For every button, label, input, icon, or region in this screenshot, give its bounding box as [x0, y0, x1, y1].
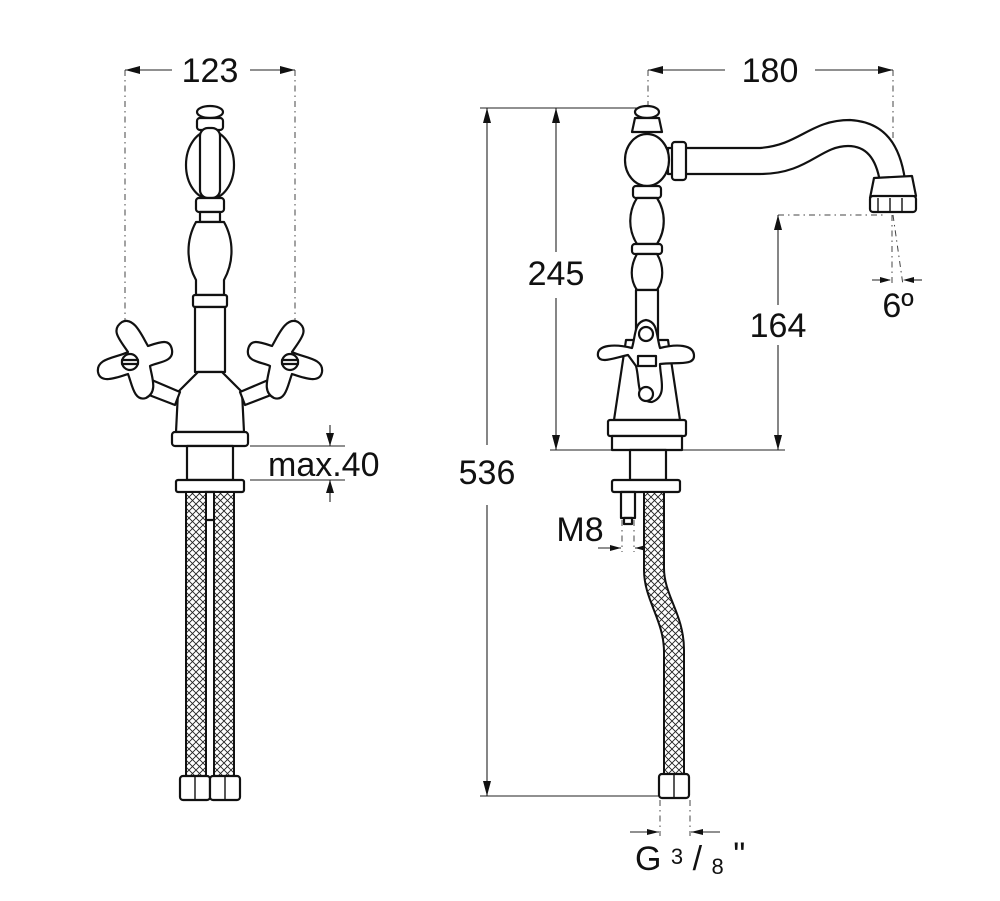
spout-angle-dimension: 6º [872, 214, 922, 325]
outlet-height-label: 245 [528, 255, 585, 293]
side-spout [666, 118, 918, 214]
width-dimension: 123 [124, 52, 296, 330]
front-deck-mount [174, 444, 246, 522]
connection-thread-dimension: G 3 / 8 " [630, 800, 745, 882]
front-tap-body [96, 104, 324, 448]
reach-dim-label: 180 [742, 52, 799, 90]
clearance-label: 164 [750, 307, 807, 345]
spout-reach-dimension: 180 [647, 52, 894, 180]
connection-prefix: G [635, 840, 661, 878]
side-deck-mount [610, 448, 682, 526]
total-height-dimension: 536 [459, 107, 660, 797]
deck-dim-label: max.40 [268, 446, 380, 484]
stud-thread-dimension: M8 [556, 511, 652, 552]
connection-numerator: 3 [671, 844, 683, 869]
deck-thickness-dimension: max.40 [250, 425, 380, 502]
front-left-handle [96, 319, 174, 400]
width-dim-label: 123 [182, 52, 239, 90]
connection-slash: / [693, 840, 703, 878]
spout-clearance-dimension: 164 [680, 214, 885, 451]
connection-denominator: 8 [712, 854, 724, 879]
outlet-height-dimension: 245 [528, 108, 612, 451]
side-handle [596, 318, 696, 404]
total-height-label: 536 [459, 454, 516, 492]
front-hoses [178, 491, 242, 802]
side-view: 180 536 245 164 [459, 52, 922, 882]
connection-suffix: " [733, 836, 745, 874]
side-hose [643, 491, 691, 800]
front-right-handle [246, 319, 324, 400]
front-view: 123 [96, 52, 380, 802]
stud-thread-label: M8 [556, 511, 603, 549]
angle-label: 6º [882, 287, 913, 325]
connection-label: G 3 / 8 " [635, 834, 745, 882]
